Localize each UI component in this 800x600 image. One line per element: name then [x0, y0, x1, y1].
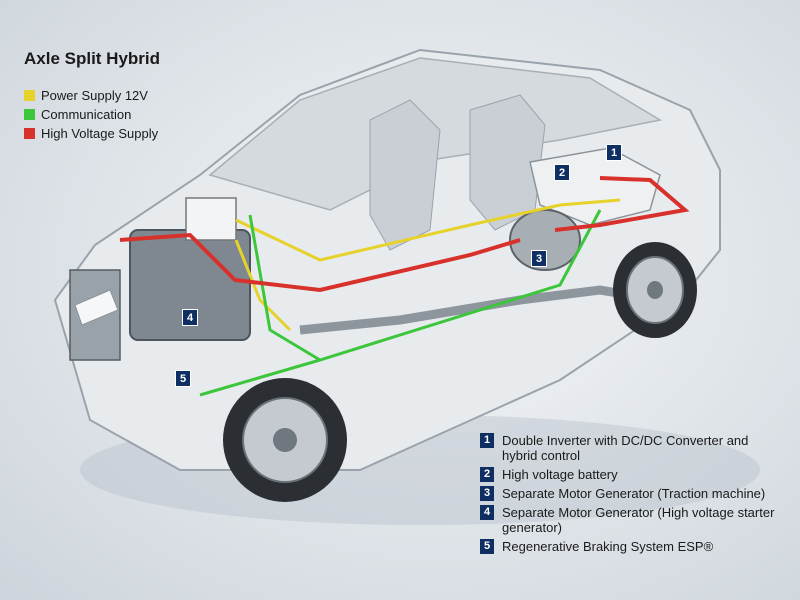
key-number: 5 — [480, 539, 494, 554]
legend-item-communication: Communication — [24, 105, 158, 124]
wire-power-12v — [234, 198, 621, 332]
key-number: 3 — [480, 486, 494, 501]
marker-2: 2 — [554, 164, 570, 181]
key-label: High voltage battery — [502, 467, 618, 482]
key-item-1: 1 Double Inverter with DC/DC Converter a… — [480, 433, 780, 463]
front-wheel — [223, 378, 347, 502]
legend-label: High Voltage Supply — [41, 126, 159, 141]
marker-5: 5 — [175, 370, 191, 387]
component-key: 1 Double Inverter with DC/DC Converter a… — [480, 433, 780, 558]
key-label: Separate Motor Generator (Traction machi… — [502, 486, 766, 501]
traction-motor — [509, 209, 581, 271]
legend-item-high-voltage: High Voltage Supply — [24, 124, 158, 143]
wire-high-voltage — [119, 176, 690, 293]
key-item-2: 2 High voltage battery — [480, 467, 780, 482]
key-label: Double Inverter with DC/DC Converter and… — [502, 433, 749, 463]
car-seat-front — [369, 99, 441, 251]
key-label: Regenerative Braking System ESP® — [502, 539, 714, 554]
marker-1: 1 — [606, 144, 622, 161]
legend: Power Supply 12V Communication High Volt… — [24, 86, 158, 143]
key-number: 1 — [480, 433, 494, 448]
key-item-4: 4 Separate Motor Generator (High voltage… — [480, 505, 780, 535]
diagram-title: Axle Split Hybrid — [24, 49, 161, 68]
marker-4: 4 — [182, 309, 198, 326]
key-number: 2 — [480, 467, 494, 482]
wire-communication — [199, 209, 602, 397]
rear-wheel — [613, 242, 697, 338]
legend-swatch-green — [24, 109, 35, 120]
legend-swatch-yellow — [24, 90, 35, 101]
legend-swatch-red — [24, 128, 35, 139]
key-item-3: 3 Separate Motor Generator (Traction mac… — [480, 486, 780, 501]
legend-label: Communication — [41, 107, 132, 122]
marker-3: 3 — [531, 250, 547, 267]
legend-item-power-supply: Power Supply 12V — [24, 86, 158, 105]
legend-label: Power Supply 12V — [41, 88, 148, 103]
key-label: Separate Motor Generator (High voltage s… — [502, 505, 775, 535]
battery-12v — [185, 197, 237, 241]
key-item-5: 5 Regenerative Braking System ESP® — [480, 539, 780, 554]
key-number: 4 — [480, 505, 494, 520]
headlight — [74, 289, 119, 326]
